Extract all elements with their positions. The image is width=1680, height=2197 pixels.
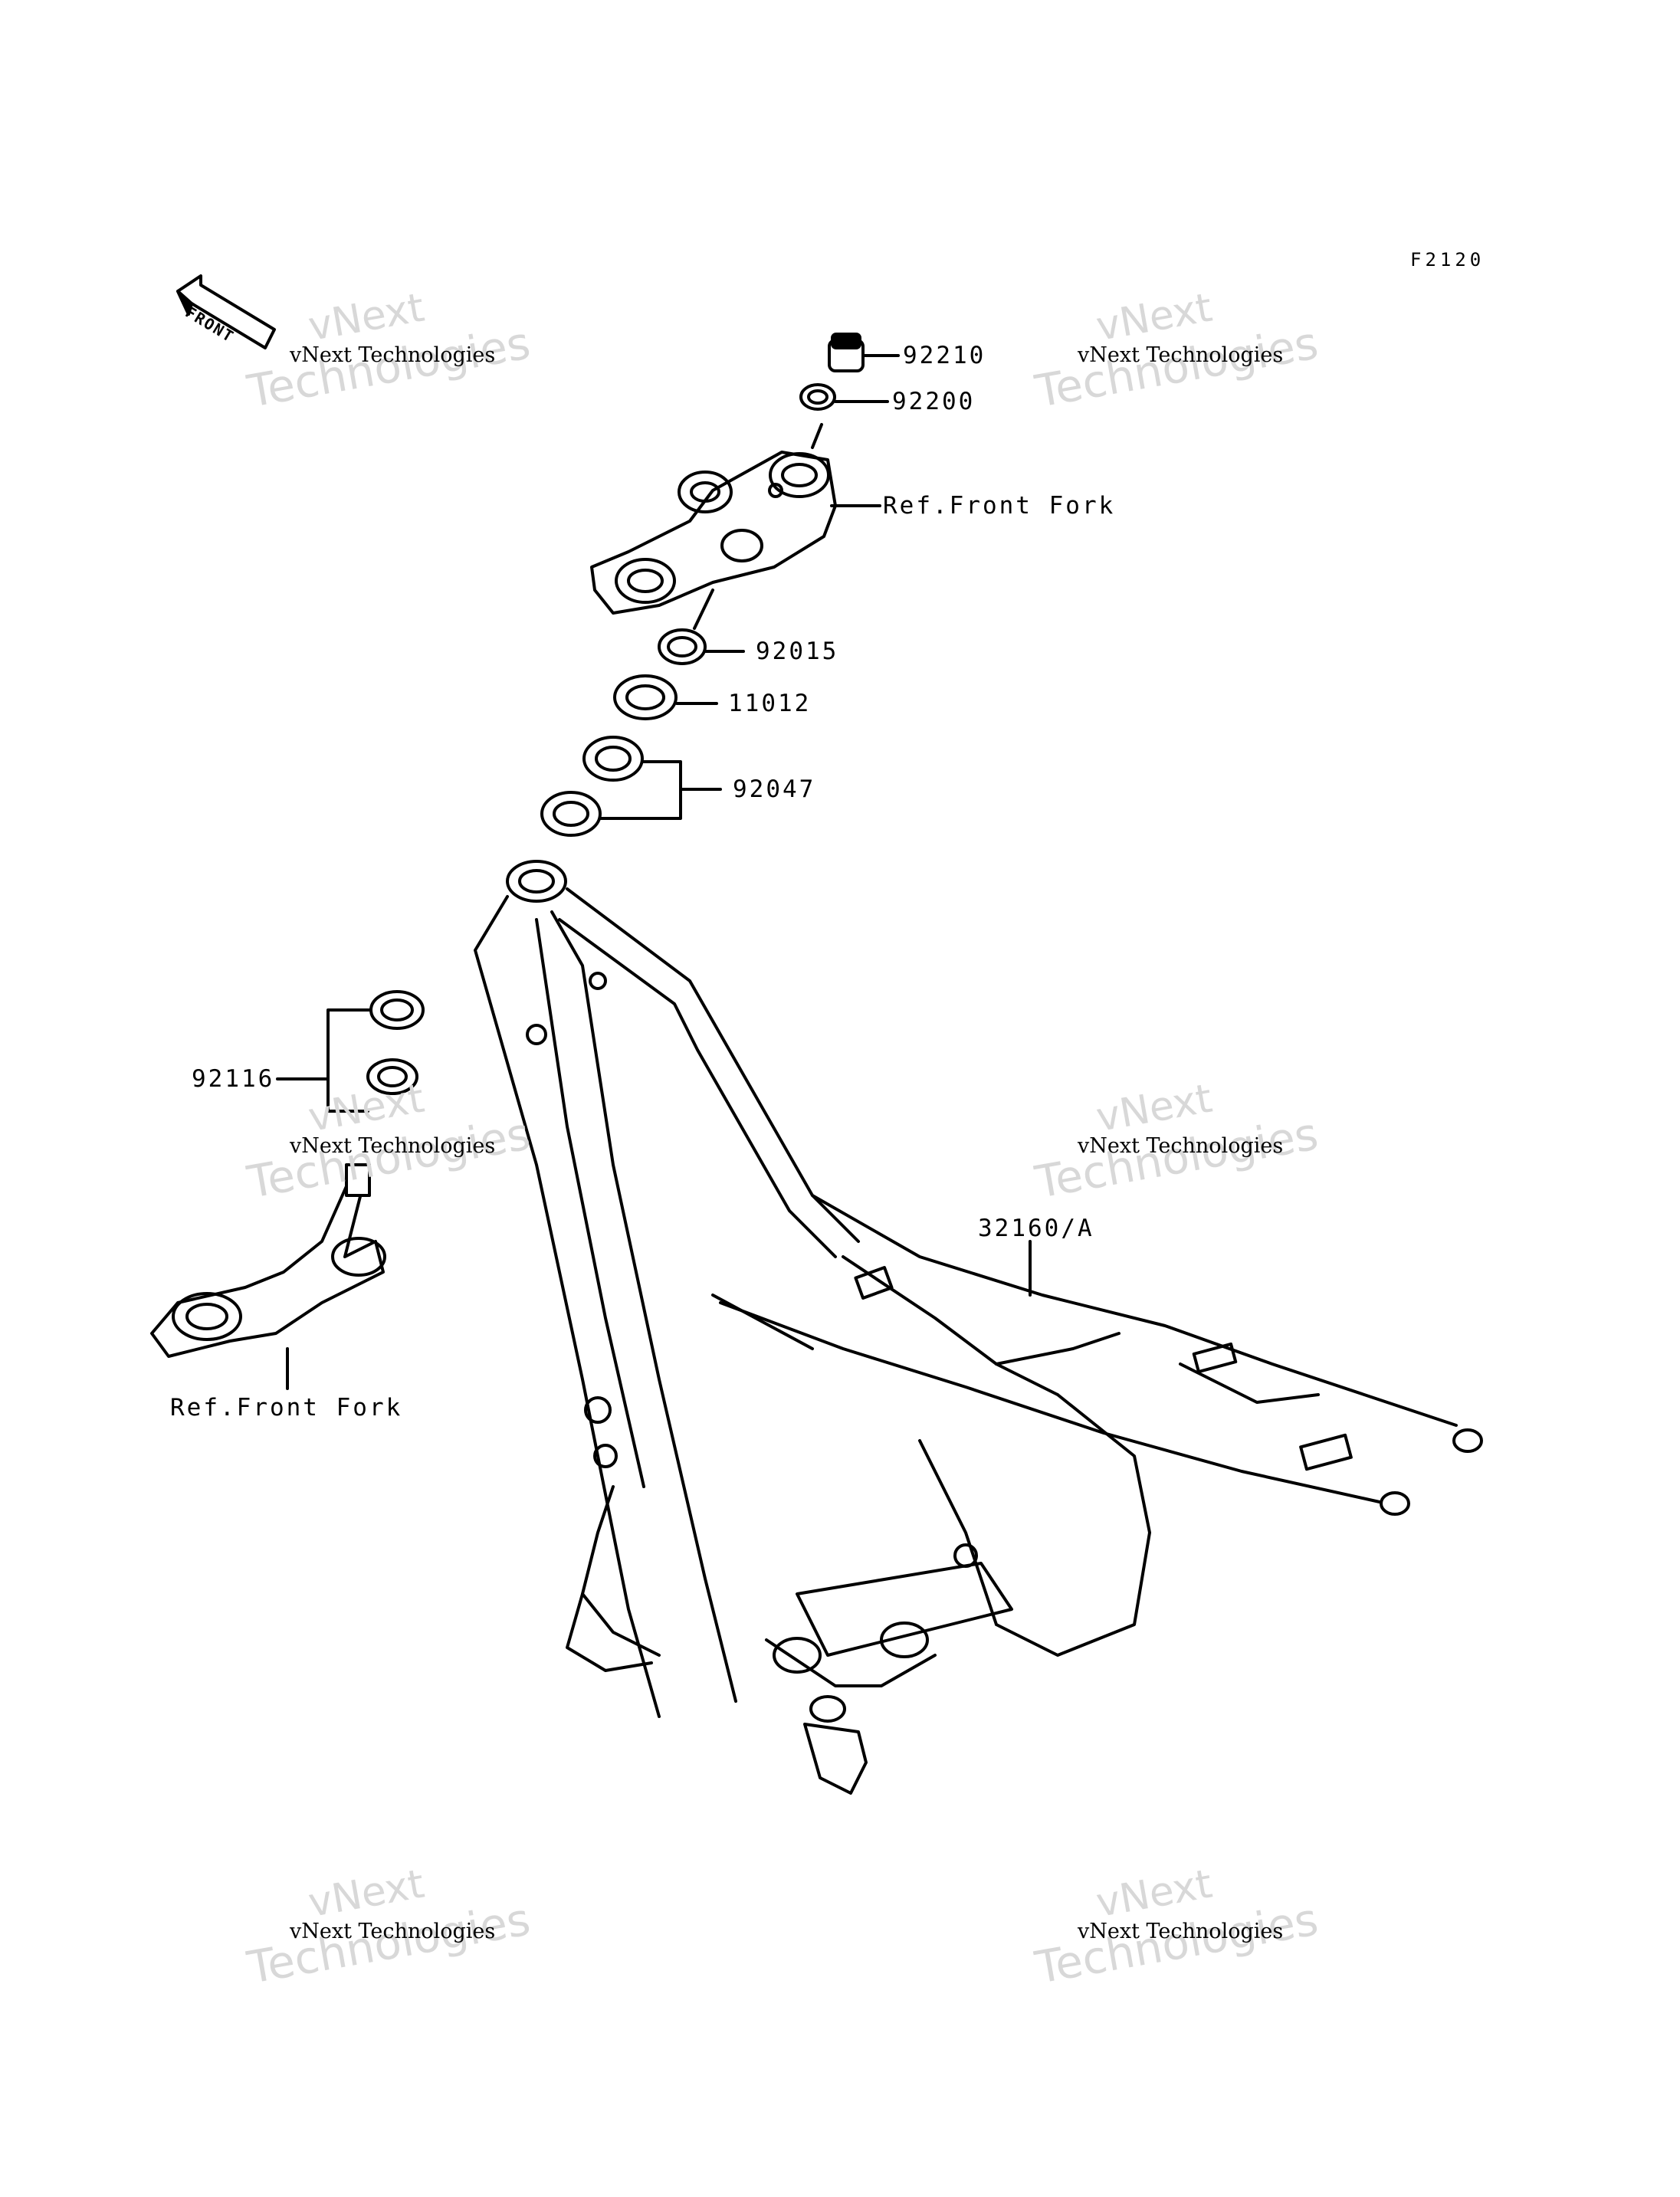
callout-92015: 92015 xyxy=(756,638,839,665)
watermark: vNext Technologies vNext Technologies xyxy=(244,1075,534,1208)
watermark: vNext Technologies vNext Technologies xyxy=(1032,284,1322,418)
callout-ref-front-fork-upper: Ref.Front Fork xyxy=(883,492,1116,520)
callout-92210: 92210 xyxy=(903,342,986,369)
front-arrow-icon xyxy=(176,274,276,349)
callout-92116: 92116 xyxy=(192,1065,275,1093)
callout-92047: 92047 xyxy=(733,776,816,803)
steering-nut-92015-part xyxy=(658,628,745,665)
callout-32160a: 32160/A xyxy=(978,1215,1094,1242)
cap-11012-part xyxy=(613,674,718,720)
lower-triple-clamp-part xyxy=(150,1163,386,1390)
callout-92200: 92200 xyxy=(892,388,976,415)
bearings-92116-part xyxy=(276,990,425,1113)
upper-triple-clamp-part xyxy=(590,423,881,630)
watermark: vNext Technologies vNext Technologies xyxy=(244,284,534,418)
watermark: vNext Technologies vNext Technologies xyxy=(244,1861,534,1994)
bearings-92047-part xyxy=(540,736,722,837)
nut-92210-part xyxy=(828,333,900,372)
callout-ref-front-fork-lower: Ref.Front Fork xyxy=(170,1394,403,1421)
watermark: vNext Technologies vNext Technologies xyxy=(1032,1861,1322,1994)
frame-32160-part xyxy=(474,860,1483,1795)
callout-11012: 11012 xyxy=(728,690,812,717)
washer-92200-part xyxy=(799,383,889,411)
watermark: vNext Technologies vNext Technologies xyxy=(1032,1075,1322,1208)
figure-code: F2120 xyxy=(1410,249,1485,271)
